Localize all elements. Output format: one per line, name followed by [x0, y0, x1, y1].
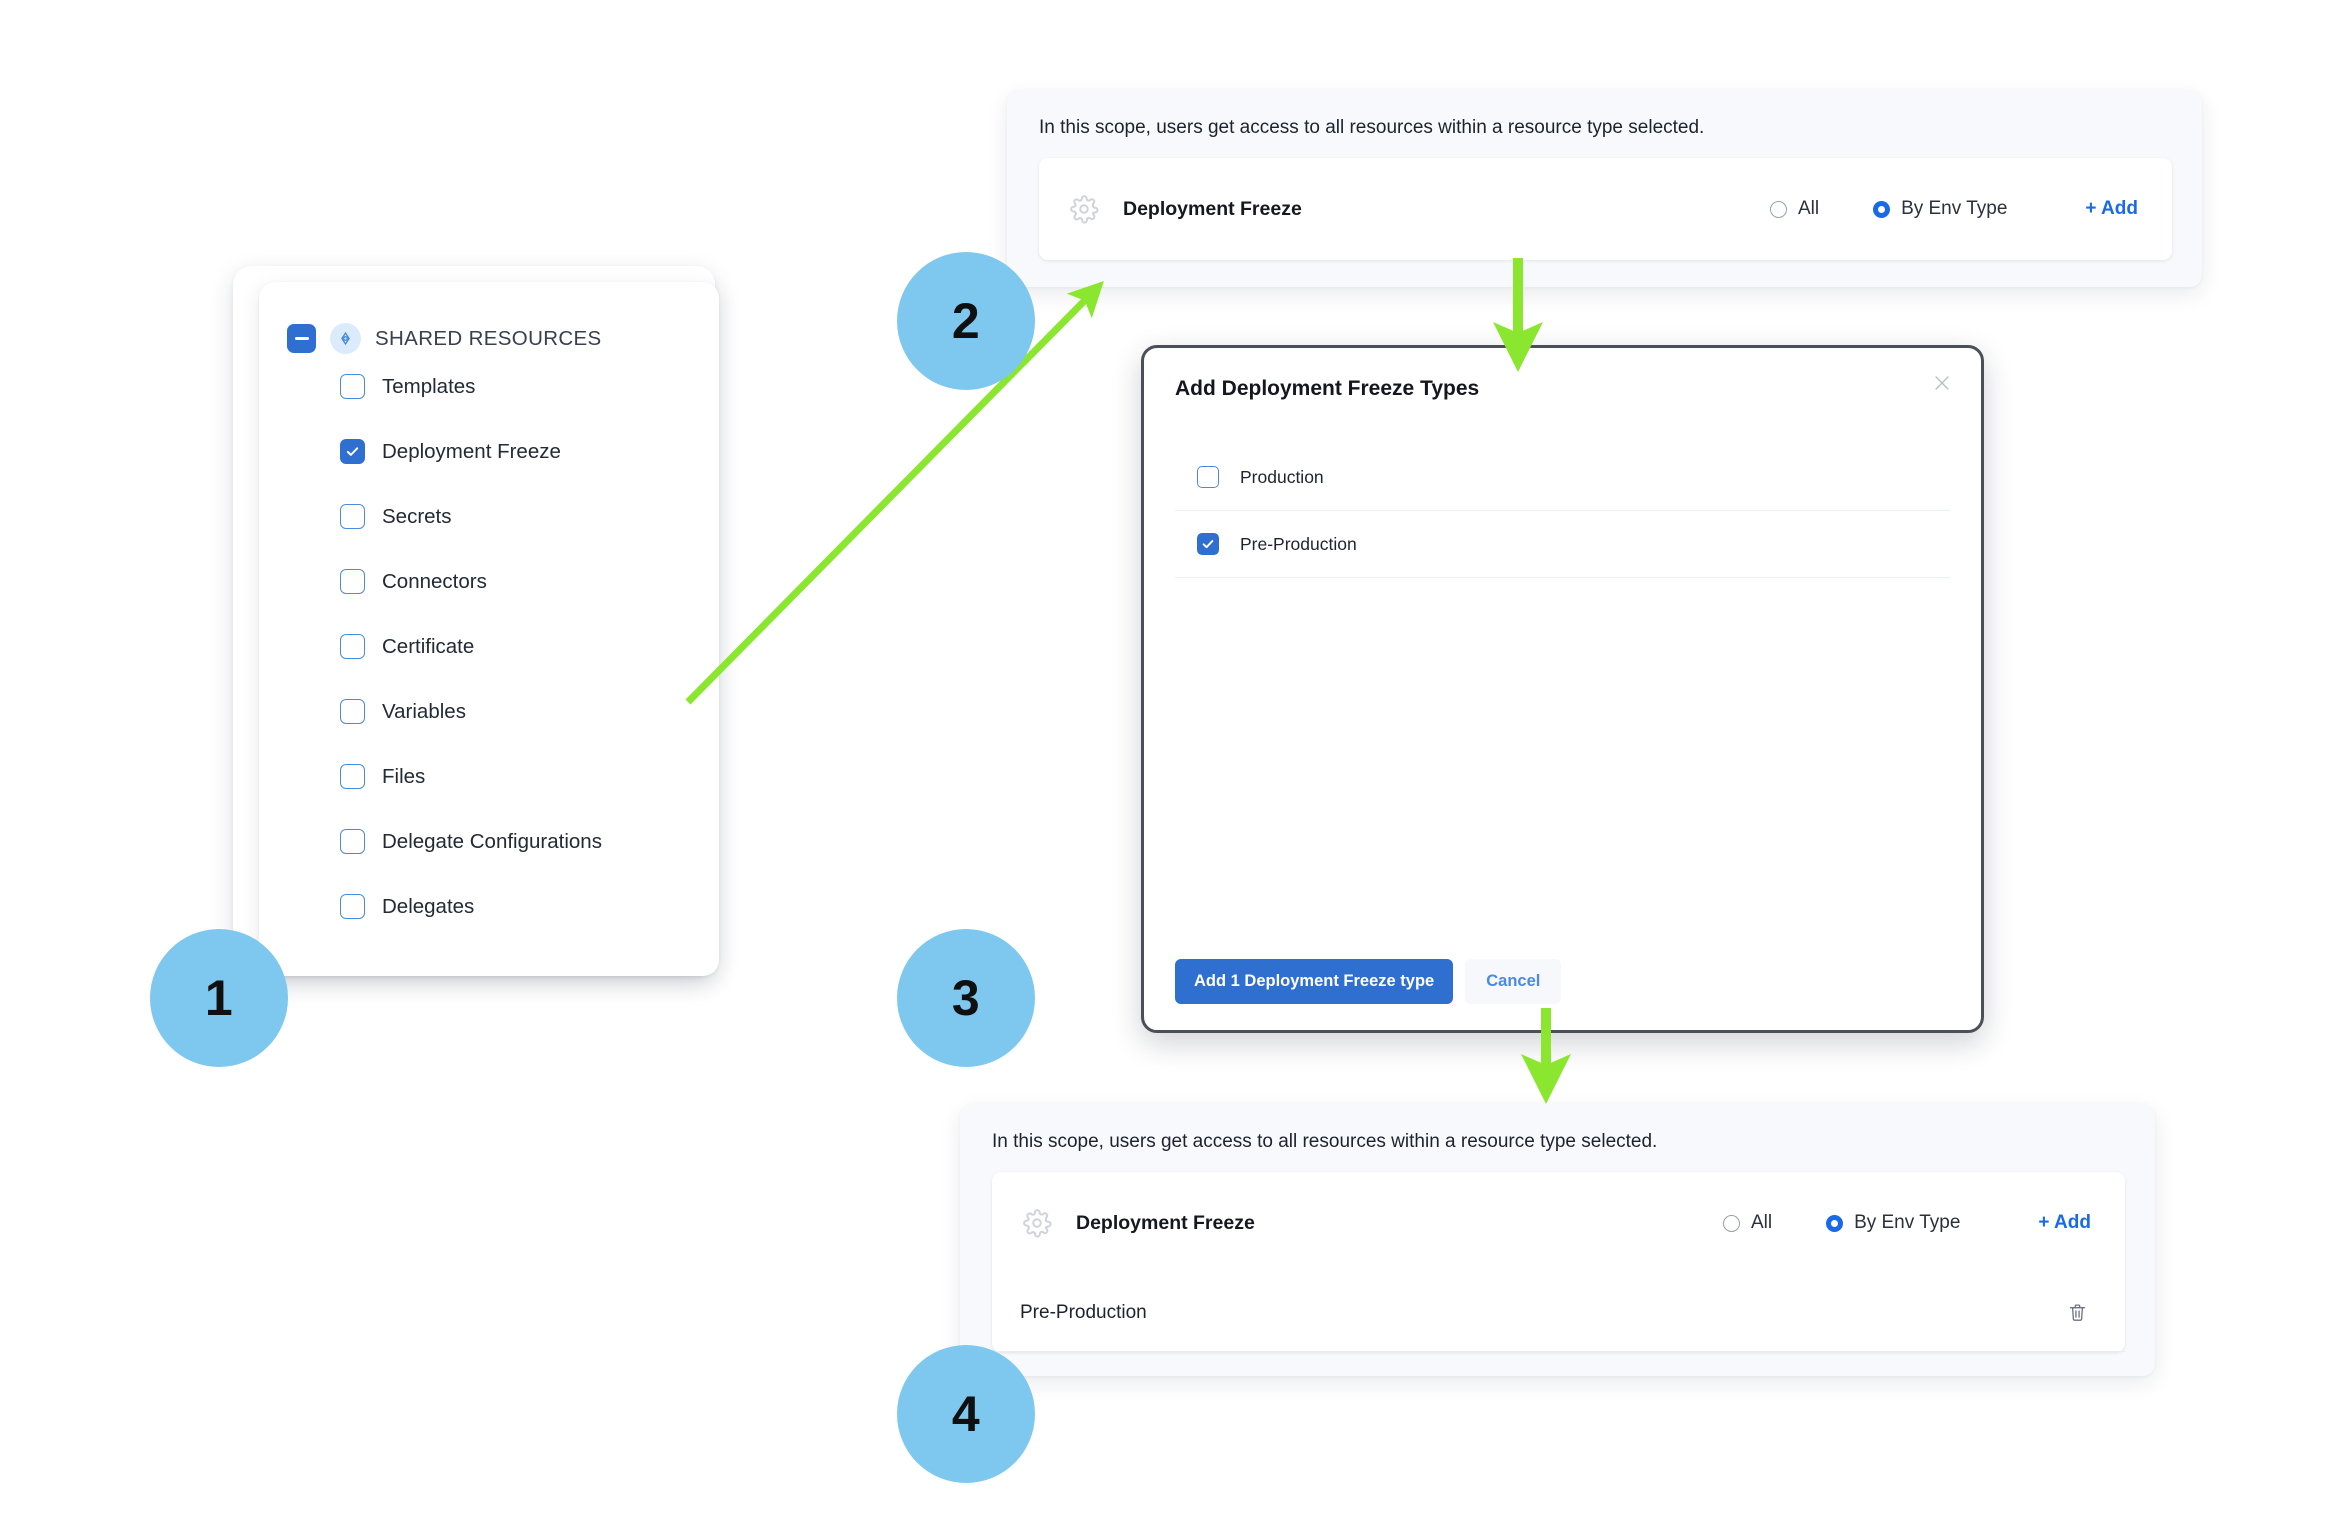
radio-label-by-env-type: By Env Type — [1854, 1212, 1961, 1233]
list-item[interactable]: Certificate — [259, 614, 719, 679]
checkbox-deployment-freeze[interactable] — [340, 439, 365, 464]
checkbox-delegates[interactable] — [340, 894, 365, 919]
list-item-label: Secrets — [382, 504, 452, 528]
scope-note: In this scope, users get access to all r… — [1039, 117, 1705, 138]
add-button[interactable]: + Add — [2085, 198, 2138, 219]
cancel-button[interactable]: Cancel — [1465, 959, 1562, 1004]
resource-tree-card: SHARED RESOURCES Templates Deployment Fr… — [259, 282, 719, 976]
list-item[interactable]: Delegate Configurations — [259, 809, 719, 874]
shared-resources-label: SHARED RESOURCES — [375, 326, 602, 350]
list-item[interactable]: Delegates — [259, 874, 719, 939]
checkbox-variables[interactable] — [340, 699, 365, 724]
add-button[interactable]: + Add — [2038, 1212, 2091, 1233]
scope-resource-row: Deployment Freeze All By Env Type + Add — [992, 1172, 2125, 1274]
table-row: Pre-Production — [992, 1274, 2125, 1352]
scope-resource-card: Deployment Freeze All By Env Type + Add — [1039, 158, 2172, 260]
radio-option-by-env-type[interactable]: By Env Type — [1826, 1212, 1960, 1234]
list-item-label: Delegates — [382, 894, 475, 918]
list-item-label: Files — [382, 764, 426, 788]
add-deployment-freeze-types-dialog: Add Deployment Freeze Types Production P… — [1141, 345, 1984, 1033]
list-item-label: Connectors — [382, 569, 487, 593]
list-item[interactable]: Production — [1175, 444, 1950, 511]
scope-panel-top: In this scope, users get access to all r… — [1007, 90, 2202, 287]
shared-resources-header[interactable]: SHARED RESOURCES — [259, 282, 719, 354]
resource-type-list: Templates Deployment Freeze Secrets Conn… — [259, 354, 719, 939]
step-badge-4: 4 — [897, 1345, 1035, 1483]
radio-icon-all[interactable] — [1722, 1214, 1740, 1232]
add-deployment-freeze-type-button[interactable]: Add 1 Deployment Freeze type — [1175, 959, 1454, 1004]
radio-option-by-env-type[interactable]: By Env Type — [1873, 198, 2007, 220]
list-item-label: Pre-Production — [1240, 533, 1357, 554]
checkbox-pre-production[interactable] — [1197, 533, 1219, 555]
checkbox-production[interactable] — [1197, 466, 1219, 488]
radio-icon-by-env-type[interactable] — [1826, 1214, 1844, 1232]
checkbox-templates[interactable] — [340, 374, 365, 399]
scope-resource-card: Deployment Freeze All By Env Type + Add … — [992, 1172, 2125, 1352]
radio-label-by-env-type: By Env Type — [1901, 198, 2008, 219]
list-item[interactable]: Connectors — [259, 549, 719, 614]
radio-label-all: All — [1750, 1212, 1773, 1233]
checkbox-connectors[interactable] — [340, 569, 365, 594]
checkbox-delegate-configurations[interactable] — [340, 829, 365, 854]
scope-resource-name: Deployment Freeze — [1076, 1211, 1255, 1234]
dialog-title: Add Deployment Freeze Types — [1175, 377, 1480, 400]
arrow-tree-to-scope — [685, 281, 1104, 705]
checkbox-files[interactable] — [340, 764, 365, 789]
checkbox-certificate[interactable] — [340, 634, 365, 659]
dialog-footer: Add 1 Deployment Freeze type Cancel — [1175, 959, 1562, 1004]
radio-icon-by-env-type[interactable] — [1873, 200, 1891, 218]
list-item-label: Production — [1240, 466, 1324, 487]
radio-option-all[interactable]: All — [1722, 1212, 1773, 1234]
scope-resource-name: Deployment Freeze — [1123, 197, 1302, 220]
radio-icon-all[interactable] — [1769, 200, 1787, 218]
list-item-label: Delegate Configurations — [382, 829, 602, 853]
list-item-label: Templates — [382, 374, 476, 398]
radio-option-all[interactable]: All — [1769, 198, 1820, 220]
checkbox-secrets[interactable] — [340, 504, 365, 529]
scope-panel-bottom: In this scope, users get access to all r… — [960, 1104, 2155, 1376]
scope-controls: All By Env Type + Add — [1669, 1212, 2091, 1234]
step-badge-3: 3 — [897, 929, 1035, 1067]
scope-controls: All By Env Type + Add — [1716, 198, 2138, 220]
deployment-freeze-type-list: Production Pre-Production — [1175, 444, 1950, 578]
step-badge-2: 2 — [897, 252, 1035, 390]
scope-resource-row: Deployment Freeze All By Env Type + Add — [1039, 158, 2172, 260]
close-icon[interactable] — [1927, 368, 1957, 398]
list-item[interactable]: Deployment Freeze — [259, 419, 719, 484]
selected-env-type-label: Pre-Production — [1020, 1301, 1147, 1323]
list-item-label: Variables — [382, 699, 466, 723]
list-item[interactable]: Pre-Production — [1175, 511, 1950, 578]
list-item-label: Deployment Freeze — [382, 439, 561, 463]
radio-label-all: All — [1797, 198, 1820, 219]
scope-note: In this scope, users get access to all r… — [992, 1131, 1658, 1152]
shared-resources-icon — [330, 323, 361, 354]
list-item[interactable]: Files — [259, 744, 719, 809]
minus-square-icon[interactable] — [287, 324, 316, 353]
step-badge-1: 1 — [150, 929, 288, 1067]
gear-icon — [1067, 192, 1101, 226]
trash-icon[interactable] — [2063, 1299, 2091, 1327]
list-item[interactable]: Secrets — [259, 484, 719, 549]
list-item[interactable]: Templates — [259, 354, 719, 419]
list-item[interactable]: Variables — [259, 679, 719, 744]
list-item-label: Certificate — [382, 634, 475, 658]
gear-icon — [1020, 1206, 1054, 1240]
